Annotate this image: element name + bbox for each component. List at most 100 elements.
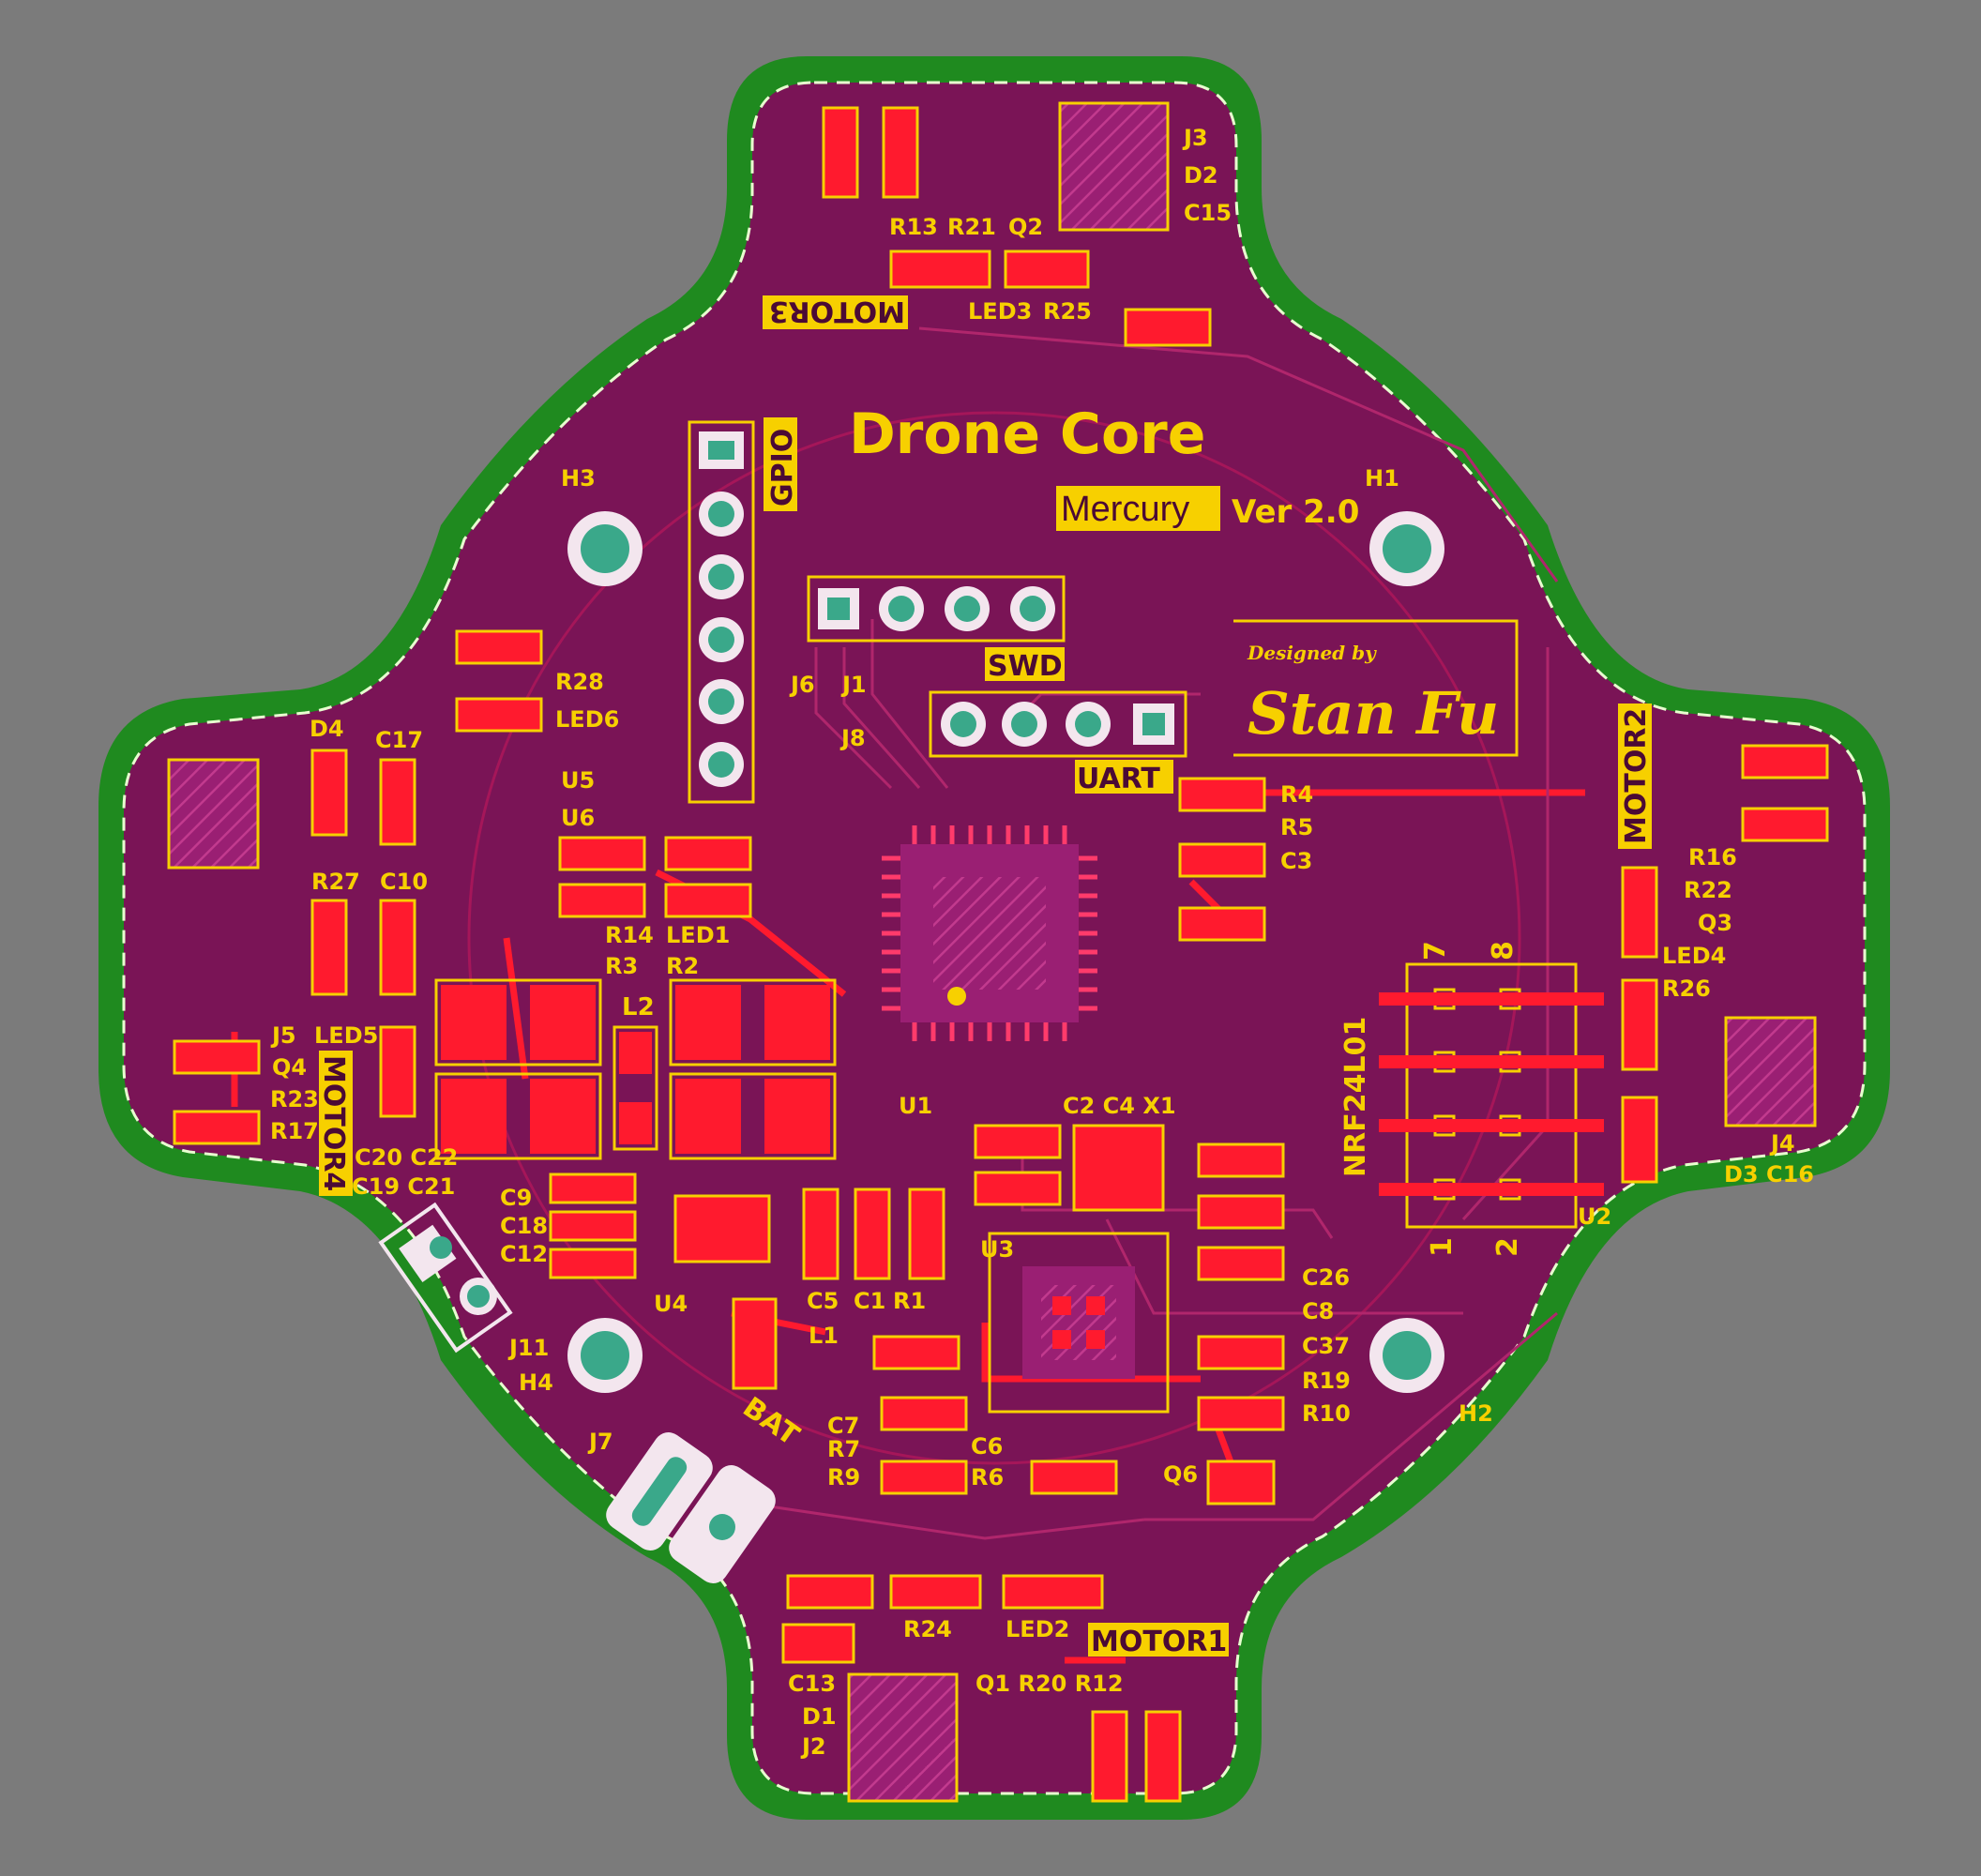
ref-c12: C12 (500, 1241, 548, 1267)
ref-c5: C5 (807, 1288, 839, 1314)
ref-led3: LED3 (968, 298, 1032, 325)
ref-pin2: 2 (1491, 1237, 1524, 1257)
ref-led1: LED1 (666, 922, 730, 948)
j11-connector (378, 1202, 513, 1354)
motor1-label: MOTOR1 (1091, 1626, 1227, 1658)
swd-label: SWD (988, 650, 1063, 683)
ref-r25: R25 (1043, 298, 1092, 325)
designators: J3 D2 C15 R13 R21 Q2 LED3 R25 H3 H1 R28 … (270, 125, 1814, 1760)
ref-h4: H4 (519, 1369, 553, 1396)
ref-r26: R26 (1662, 976, 1711, 1002)
smd-parts (173, 106, 1829, 1803)
mcu-pins (882, 825, 1097, 1041)
ref-j2: J2 (800, 1733, 826, 1760)
version-label: Ver 2.0 (1232, 493, 1359, 531)
ref-r9: R9 (827, 1464, 860, 1490)
ref-c37: C37 (1302, 1333, 1350, 1359)
designed-by-label: Designed by (1247, 642, 1377, 664)
ref-j3: J3 (1182, 125, 1208, 151)
ref-r10: R10 (1302, 1400, 1351, 1427)
motor3-label: MOTOR3 (769, 295, 905, 327)
ref-d1: D1 (802, 1703, 837, 1730)
ref-q6: Q6 (1163, 1461, 1198, 1488)
ref-r16: R16 (1688, 844, 1737, 870)
ref-r2: R2 (666, 953, 699, 979)
designer-name: Stan Fu (1248, 679, 1499, 748)
ref-r22: R22 (1684, 877, 1732, 903)
ref-j11: J11 (507, 1335, 549, 1361)
ref-r19: R19 (1302, 1368, 1351, 1394)
ref-c13: C13 (788, 1671, 836, 1697)
ref-q2: Q2 (1008, 214, 1043, 240)
nrf-label: NRF24L01 (1339, 1017, 1372, 1177)
uart-header (929, 690, 1187, 758)
ref-pin8: 8 (1487, 941, 1520, 961)
ref-d2: D2 (1184, 162, 1218, 189)
ref-r13: R13 (889, 214, 938, 240)
power-inductors (434, 978, 837, 1160)
ref-r3: R3 (605, 953, 638, 979)
ref-j4: J4 (1769, 1130, 1795, 1157)
ref-j7: J7 (587, 1429, 613, 1455)
ref-q3: Q3 (1698, 910, 1732, 936)
ref-led4: LED4 (1662, 943, 1726, 969)
imu-chip (988, 1232, 1170, 1414)
ref-c1: C1 (854, 1288, 885, 1314)
ref-u3: U3 (980, 1236, 1014, 1263)
ref-u2: U2 (1578, 1203, 1611, 1230)
ref-j8: J8 (839, 725, 866, 751)
ref-q1r20r12: Q1 R20 R12 (975, 1671, 1124, 1697)
ref-c26: C26 (1302, 1264, 1350, 1291)
ref-led2: LED2 (1006, 1616, 1069, 1642)
ref-q4: Q4 (272, 1054, 307, 1081)
ref-d4: D4 (310, 716, 344, 742)
ref-l2: L2 (622, 993, 655, 1021)
ref-c19c21: C19 C21 (352, 1173, 455, 1200)
mounting-holes (567, 511, 1444, 1393)
ref-r4: R4 (1280, 781, 1313, 808)
ref-l1: L1 (809, 1323, 839, 1349)
model-badge (1056, 486, 1220, 531)
ref-led5: LED5 (314, 1022, 378, 1049)
ref-r28: R28 (555, 669, 604, 695)
ref-u1: U1 (899, 1093, 932, 1119)
battery-pads (606, 1432, 776, 1583)
ref-c6: C6 (971, 1433, 1003, 1460)
designer-box (1233, 619, 1519, 757)
ref-d3c16: D3 C16 (1724, 1161, 1814, 1188)
ref-c7: C7 (827, 1413, 859, 1439)
ref-c2c4x1: C2 C4 X1 (1063, 1093, 1176, 1119)
ref-r27: R27 (311, 869, 360, 895)
ref-c18: C18 (500, 1213, 548, 1239)
swd-header (807, 575, 1066, 643)
ref-u4: U4 (654, 1291, 688, 1317)
ref-c20c22: C20 C22 (355, 1144, 458, 1171)
gpio-header (688, 420, 755, 804)
ref-r24: R24 (903, 1616, 952, 1642)
ref-u6: U6 (561, 805, 595, 831)
model-label: Mercury (1061, 490, 1189, 529)
ref-h3: H3 (561, 465, 596, 492)
motor2-label: MOTOR2 (1620, 708, 1653, 844)
ref-led6: LED6 (555, 706, 619, 733)
ref-c15: C15 (1184, 200, 1232, 226)
ref-r21: R21 (947, 214, 996, 240)
ref-r23: R23 (270, 1086, 319, 1112)
ref-h1: H1 (1365, 465, 1399, 492)
nrf-module (1379, 962, 1604, 1229)
ref-pin7: 7 (1419, 941, 1452, 961)
ref-r1: R1 (893, 1288, 926, 1314)
motor-connectors (167, 101, 1817, 1803)
ref-r7: R7 (827, 1436, 860, 1462)
ref-r6: R6 (971, 1464, 1004, 1490)
ref-c10: C10 (380, 869, 428, 895)
ref-c9: C9 (500, 1185, 532, 1211)
gpio-label: GPIO (766, 429, 799, 507)
ref-pin1: 1 (1426, 1237, 1459, 1257)
mcu-chip (900, 844, 1079, 1022)
ref-c8: C8 (1302, 1298, 1334, 1324)
board-title: Drone Core (849, 401, 1205, 467)
ref-c3: C3 (1280, 848, 1312, 874)
ref-j5: J5 (270, 1022, 296, 1049)
